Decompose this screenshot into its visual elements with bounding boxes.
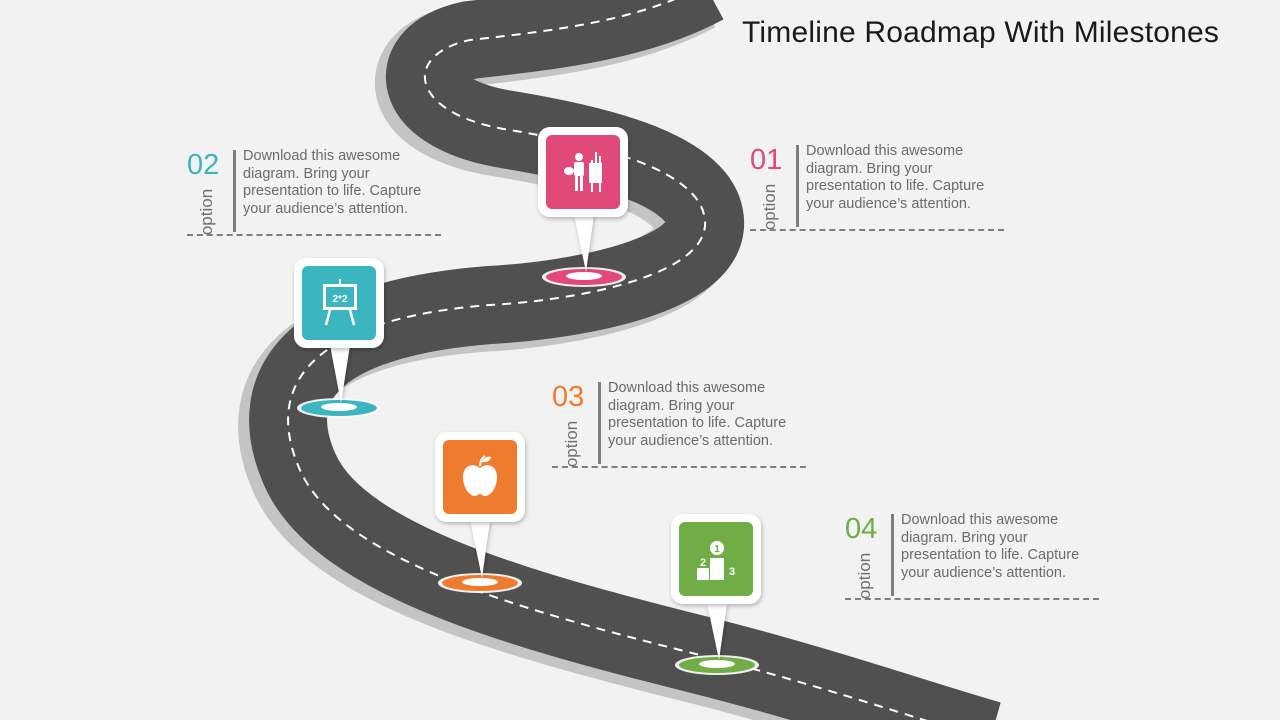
option-dashed-line-03: [552, 466, 806, 468]
option-description-02: Download this awesome diagram. Bring you…: [243, 148, 422, 217]
option-block-03: 03 option Download this awesome diagram.…: [552, 380, 808, 472]
podium-first-place: 1: [714, 544, 720, 555]
option-divider-04: [891, 514, 894, 596]
option-number-03: 03: [552, 381, 585, 413]
road-center-line: [287, 0, 928, 720]
podium-third-place: 3: [729, 566, 735, 578]
pin-target-inner-04: [699, 660, 735, 668]
pin-target-inner-03: [462, 578, 498, 586]
option-divider-02: [233, 150, 236, 232]
pin-target-inner-02: [321, 403, 357, 411]
milestone-pin-02: 2*2: [294, 258, 384, 418]
option-dashed-line-01: [750, 229, 1004, 231]
option-label-01: option: [760, 183, 779, 231]
painter-easel-icon: [564, 152, 602, 192]
pin-stem-02: [330, 345, 350, 403]
option-block-02: 02 option Download this awesome diagram.…: [187, 148, 443, 240]
pin-target-inner-01: [566, 272, 602, 280]
option-label-02: option: [197, 188, 216, 236]
milestone-pin-04: 1 2 3: [671, 514, 761, 675]
milestone-pin-03: [435, 432, 525, 593]
option-block-04: 04 option Download this awesome diagram.…: [845, 512, 1101, 604]
option-divider-01: [796, 145, 799, 227]
podium-icon: 1 2 3: [697, 541, 735, 580]
page-title: Timeline Roadmap With Milestones: [742, 16, 1220, 49]
option-description-01: Download this awesome diagram. Bring you…: [806, 143, 985, 212]
podium-second-place: 2: [700, 557, 706, 569]
road: [238, 0, 1001, 720]
option-description-03: Download this awesome diagram. Bring you…: [608, 380, 787, 449]
option-description-04: Download this awesome diagram. Bring you…: [901, 512, 1080, 581]
option-dashed-line-02: [187, 234, 441, 236]
apple-icon: [462, 455, 498, 497]
pin-stem-04: [707, 603, 727, 660]
option-block-01: 01 option Download this awesome diagram.…: [750, 143, 1006, 235]
option-label-04: option: [855, 552, 874, 600]
option-label-03: option: [562, 420, 581, 468]
option-number-02: 02: [187, 149, 220, 181]
math-board-icon: 2*2: [323, 279, 357, 326]
option-number-01: 01: [750, 144, 783, 176]
pin-stem-03: [470, 520, 490, 578]
math-board-text: 2*2: [332, 294, 347, 305]
option-dashed-line-04: [845, 598, 1099, 600]
option-divider-03: [598, 382, 601, 464]
milestone-pin-01: [538, 127, 628, 287]
pin-stem-01: [574, 214, 594, 272]
option-number-04: 04: [845, 513, 878, 545]
